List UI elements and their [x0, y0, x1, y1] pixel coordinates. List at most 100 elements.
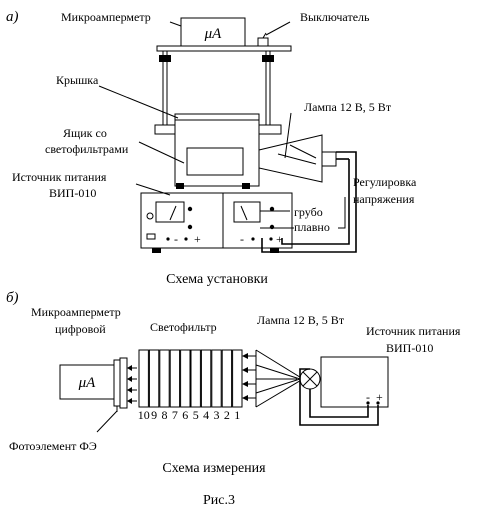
label-coarse: грубо: [294, 205, 323, 219]
switch-lever: [262, 32, 267, 39]
digital-microammeter-unit: μA: [78, 375, 97, 391]
panel-b: б) Микроамперметр цифровой Светофильтр Л…: [6, 290, 461, 476]
microammeter-unit: μA: [204, 26, 223, 42]
psu-knob-4: [269, 224, 275, 230]
figure-caption: Рис.3: [203, 493, 235, 508]
panel-a: а) μA: [6, 9, 417, 287]
filter-plate: [221, 349, 233, 408]
label-lid: Крышка: [56, 73, 99, 87]
wire-lamp-psu-2: [261, 151, 357, 253]
psu-terminal-2: [184, 237, 188, 241]
leader-microammeter: [169, 21, 182, 27]
post-clamp-right: [262, 55, 274, 62]
psu-terminal-1: [166, 237, 170, 241]
photocell-body: [113, 359, 121, 407]
filter-plate: [211, 349, 222, 408]
filter-plate: [159, 349, 170, 408]
filter-plate: [232, 349, 243, 408]
label-psu-b-line1: Источник питания: [366, 324, 461, 338]
psu-b-plus: +: [376, 390, 383, 404]
filter-plate: [148, 349, 160, 408]
leader-lamp: [284, 112, 292, 159]
leader-photocell: [96, 410, 118, 433]
leader-switch: [265, 21, 291, 36]
filter-number: 8: [162, 408, 168, 422]
filter-number: 2: [224, 408, 230, 422]
label-micro-digital-line1: Микроамперметр: [31, 305, 121, 319]
psu-b-minus: -: [366, 390, 370, 404]
post-clamp-left: [159, 55, 171, 62]
lamp-housing: [258, 134, 323, 183]
panel-a-letter: а): [6, 9, 19, 25]
lamp-ray-2: [289, 144, 317, 159]
psu-b-box: [320, 356, 389, 408]
label-reg-line2: напряжения: [353, 192, 415, 206]
switch-body: [257, 37, 269, 47]
label-micro-digital-line2: цифровой: [55, 322, 106, 336]
lamp-cone-ray-3: [255, 378, 301, 394]
psu-gauge-1-needle: [169, 205, 177, 221]
label-reg-line1: Регулировка: [353, 175, 417, 189]
label-microammeter: Микроамперметр: [61, 10, 151, 24]
psu-plus-2: +: [276, 232, 283, 246]
lamp-ray-1: [277, 153, 317, 165]
lamp-socket: [321, 151, 337, 167]
psu-knob-1: [187, 206, 193, 212]
filter-plate: [200, 349, 212, 408]
label-box-line2: светофильтрами: [45, 142, 129, 156]
label-psu-line1: Источник питания: [12, 170, 107, 184]
wire-lamp-psu-1: [281, 159, 350, 245]
label-photocell: Фотоэлемент ФЭ: [9, 439, 97, 453]
label-psu-line2: ВИП-010: [49, 186, 96, 200]
leader-box: [138, 141, 185, 164]
psu-gauge-2-needle: [240, 205, 248, 221]
filter-plate: [180, 349, 191, 408]
label-box-line1: Ящик со: [63, 126, 107, 140]
psu-b-terminal-minus: [366, 401, 370, 405]
box-foot-left: [176, 183, 184, 189]
filter-number: 5: [193, 408, 199, 422]
psu-foot-left: [152, 248, 161, 253]
psu-knob-3: [269, 206, 275, 212]
arrows-to-photocell: [127, 365, 137, 404]
psu-gauge-2: [233, 201, 261, 223]
psu-terminal-3: [251, 237, 255, 241]
filter-number: 3: [214, 408, 220, 422]
psu-gauge-1: [155, 201, 185, 223]
filter-number: 1: [234, 408, 240, 422]
filter-plate: [138, 349, 149, 408]
label-switch: Выключатель: [300, 10, 370, 24]
psu-terminal-4: [269, 237, 273, 241]
psu-minus-1: -: [174, 232, 178, 246]
filter-number: 6: [182, 408, 188, 422]
filter-number: 10: [138, 408, 150, 422]
filter-number: 4: [203, 408, 209, 422]
lamp-symbol-cross-2: [302, 371, 318, 387]
filter-box-window: [186, 147, 244, 176]
arrows-to-filters: [242, 353, 256, 401]
leader-lid: [98, 85, 179, 119]
leader-psu: [135, 183, 171, 196]
box-foot-right: [242, 183, 250, 189]
lamp-cone-ray-1: [255, 364, 301, 380]
wire-b-2: [299, 368, 379, 426]
psu-foot-right: [270, 248, 279, 253]
psu-minus-2: -: [240, 232, 244, 246]
reg-bracket: [338, 197, 346, 229]
photocell-face: [119, 357, 128, 409]
psu-b-terminal-plus: [376, 401, 380, 405]
psu-plus-1: +: [194, 232, 201, 246]
microammeter-box: [180, 17, 246, 47]
label-lamp-b: Лампа 12 В, 5 Вт: [257, 313, 345, 327]
filter-number: 7: [172, 408, 178, 422]
label-psu-b-line2: ВИП-010: [386, 341, 433, 355]
filter-number: 9: [151, 408, 157, 422]
psu-power-knob: [146, 212, 154, 220]
label-lamp: Лампа 12 В, 5 Вт: [304, 100, 392, 114]
digital-microammeter: [59, 364, 116, 400]
label-fine: плавно: [294, 220, 330, 234]
caption-setup: Схема установки: [166, 272, 268, 287]
